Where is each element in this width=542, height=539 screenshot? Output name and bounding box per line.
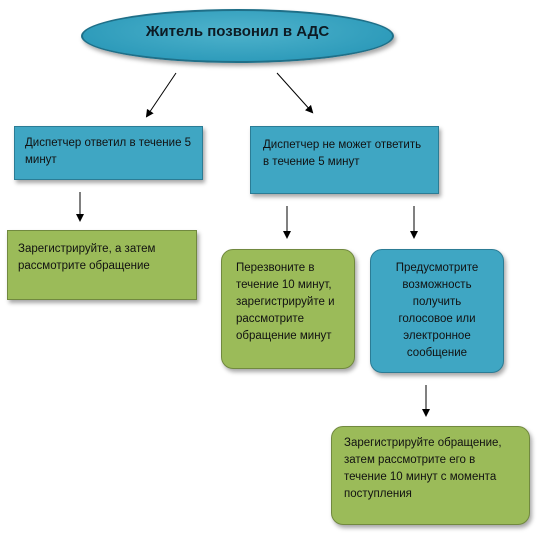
node-call-back: Перезвоните в течение 10 минут, зарегист… <box>221 249 355 369</box>
arrow-root-to-answered <box>145 72 177 118</box>
node-dispatcher-cannot-answer-label: Диспетчер не может ответить в течение 5 … <box>263 139 422 168</box>
node-dispatcher-answered-label: Диспетчер ответил в течение 5 минут <box>25 137 192 166</box>
node-call-back-label: Перезвоните в течение 10 минут, зарегист… <box>236 262 335 342</box>
root-node-label: Житель позвонил в АДС <box>145 22 330 40</box>
node-register-then-review: Зарегистрируйте, а затем рассмотрите обр… <box>7 230 197 300</box>
node-voice-message: Предусмотрите возможность получить голос… <box>370 249 504 373</box>
node-register-then-review-label: Зарегистрируйте, а затем рассмотрите обр… <box>18 243 156 272</box>
node-dispatcher-answered: Диспетчер ответил в течение 5 минут <box>14 126 203 180</box>
arrow-root-to-cannot-answer <box>276 72 314 114</box>
node-register-within-10-min: Зарегистрируйте обращение, затем рассмот… <box>331 426 530 525</box>
node-voice-message-label: Предусмотрите возможность получить голос… <box>395 262 479 359</box>
root-node-ellipse: Житель позвонил в АДС <box>81 9 394 63</box>
node-register-within-10-min-label: Зарегистрируйте обращение, затем рассмот… <box>344 437 502 500</box>
node-dispatcher-cannot-answer: Диспетчер не может ответить в течение 5 … <box>250 126 439 194</box>
